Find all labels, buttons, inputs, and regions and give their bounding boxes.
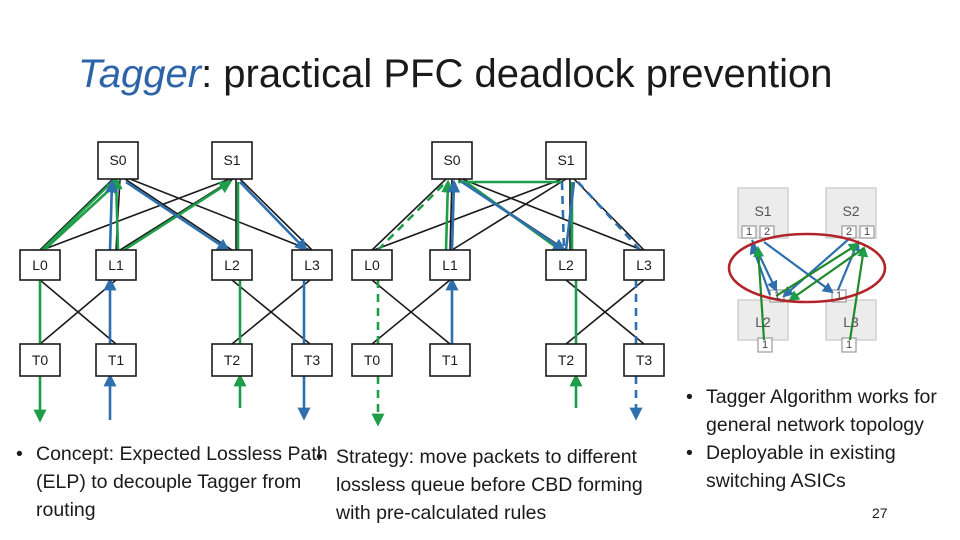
right-spine-s0: S0 — [443, 152, 460, 168]
cbd-switch-s1: S1 — [754, 203, 771, 219]
right-leaf-l0: L0 — [364, 257, 380, 273]
left-tor-t0: T0 — [32, 352, 49, 368]
page-number: 27 — [872, 505, 888, 521]
left-blue-path — [103, 179, 311, 421]
left-links — [39, 178, 313, 345]
cbd-port-label: 2 — [846, 226, 852, 238]
concept-bullet: Concept: Expected Lossless Path (ELP) to… — [12, 440, 342, 524]
cbd-port-label: 1 — [836, 290, 842, 302]
title-rest: : practical PFC deadlock prevention — [201, 52, 833, 96]
concept-bullets: Concept: Expected Lossless Path (ELP) to… — [12, 440, 342, 524]
left-tor-t1: T1 — [108, 352, 125, 368]
title-emphasis: Tagger — [78, 52, 202, 96]
right-bullets: Tagger Algorithm works for general netwo… — [682, 383, 950, 495]
right-leaf-l3: L3 — [636, 257, 652, 273]
right-blue-dashed — [560, 181, 643, 421]
right-bullet: Deployable in existing switching ASICs — [682, 439, 950, 495]
cbd-port-label: 1 — [762, 339, 768, 351]
left-spine-s0: S0 — [109, 152, 126, 168]
right-leaf-l1: L1 — [442, 257, 458, 273]
cbd-port-label: 1 — [864, 226, 870, 238]
left-tor-t2: T2 — [224, 352, 241, 368]
left-tor-t3: T3 — [304, 352, 321, 368]
cbd-switch-l3: L3 — [843, 314, 859, 330]
slide-title: Tagger: practical PFC deadlock preventio… — [78, 52, 833, 97]
right-tor-t2: T2 — [558, 352, 575, 368]
right-tor-t1: T1 — [442, 352, 459, 368]
strategy-bullet: Strategy: move packets to different loss… — [312, 443, 662, 527]
cbd-port-label: 1 — [746, 226, 752, 238]
cbd-port-label: 1 — [774, 290, 780, 302]
right-tor-t0: T0 — [364, 352, 381, 368]
left-leaf-l3: L3 — [304, 257, 320, 273]
right-spine-s1: S1 — [557, 152, 574, 168]
right-leaf-l2: L2 — [558, 257, 574, 273]
strategy-bullets: Strategy: move packets to different loss… — [312, 443, 662, 540]
cbd-switch-l2: L2 — [755, 314, 771, 330]
left-leaf-l1: L1 — [108, 257, 124, 273]
left-spine-s1: S1 — [223, 152, 240, 168]
right-bullet: Tagger Algorithm works for general netwo… — [682, 383, 950, 439]
right-blue-path — [445, 179, 576, 344]
cbd-switch-s2: S2 — [842, 203, 859, 219]
left-green-path — [33, 176, 247, 423]
cbd-port-label: 2 — [764, 226, 770, 238]
left-nodes — [19, 141, 333, 377]
cbd-figure — [727, 187, 887, 353]
right-tor-t3: T3 — [636, 352, 653, 368]
cbd-port-label: 1 — [846, 339, 852, 351]
right-nodes — [351, 141, 665, 377]
left-leaf-l2: L2 — [224, 257, 240, 273]
right-links — [371, 178, 645, 345]
left-leaf-l0: L0 — [32, 257, 48, 273]
right-green-dashed — [371, 183, 445, 427]
